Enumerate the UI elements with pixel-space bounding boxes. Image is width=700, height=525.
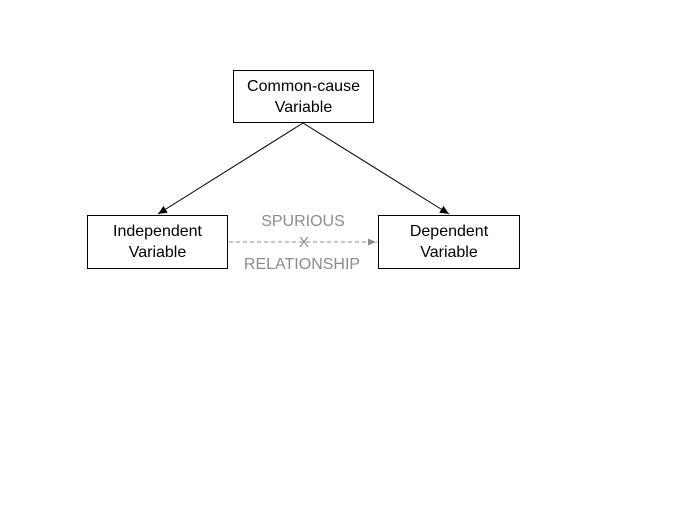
common-cause-variable-node: Common-cause Variable	[233, 70, 374, 123]
independent-line-1: Independent	[113, 223, 202, 240]
dependent-variable-node: Dependent Variable	[378, 215, 520, 269]
dependent-line-2: Variable	[420, 244, 478, 261]
independent-line-2: Variable	[128, 244, 187, 261]
spurious-x-mark: X	[298, 234, 310, 251]
independent-variable-node: Independent Variable	[87, 215, 228, 269]
dependent-line-1: Dependent	[409, 223, 489, 240]
relationship-label: RELATIONSHIP	[243, 256, 361, 273]
common-cause-line-2: Variable	[274, 98, 333, 116]
edge-common-to-dependent	[302, 122, 450, 215]
common-cause-line-1: Common-cause	[247, 77, 360, 95]
spurious-label: SPURIOUS	[261, 213, 345, 230]
edge-common-to-independent	[157, 122, 304, 215]
